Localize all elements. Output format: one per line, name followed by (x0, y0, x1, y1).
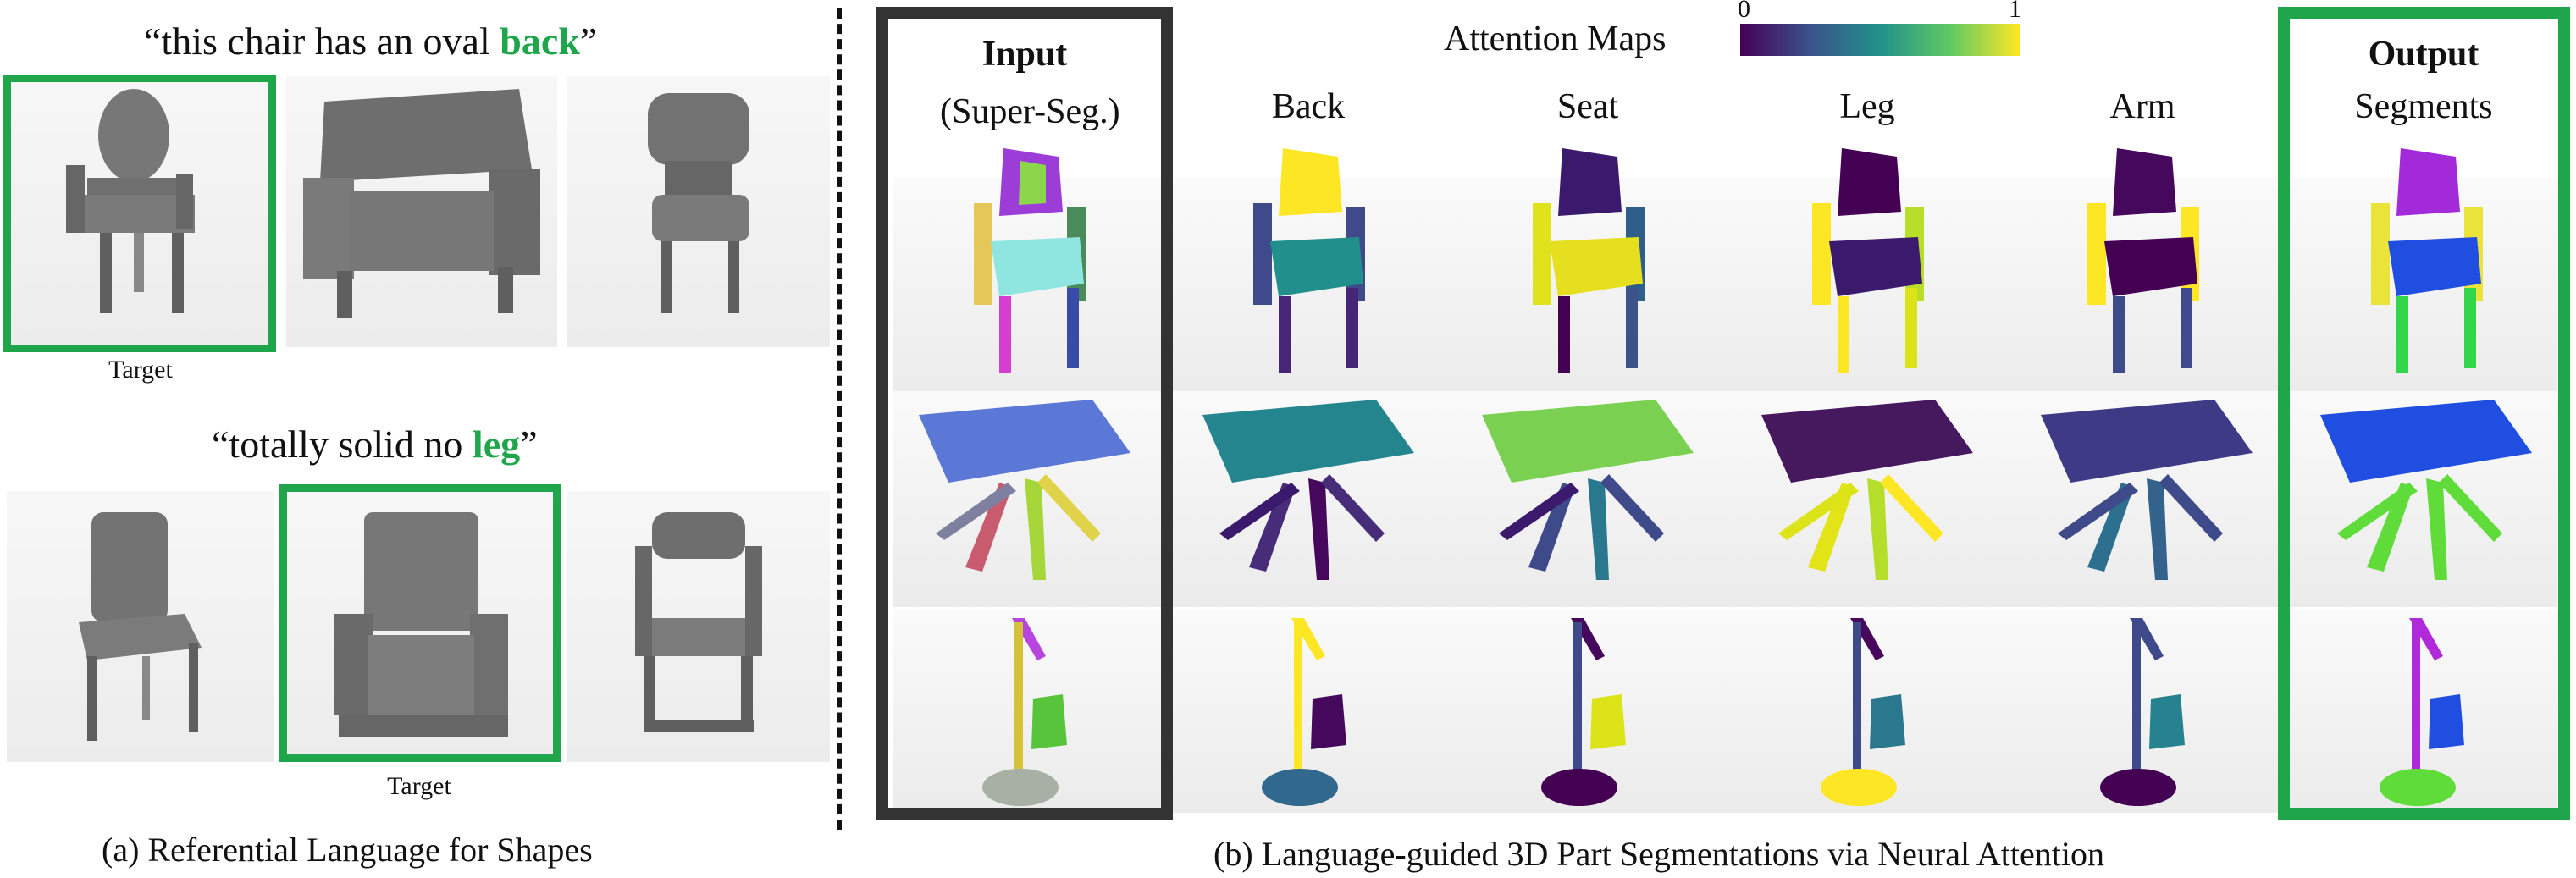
chair-output-segments (2371, 148, 2483, 373)
input-subtitle: (Super-Seg.) (940, 92, 1120, 131)
output-title: Output (2368, 35, 2479, 74)
table-attention-arm (2041, 400, 2253, 580)
column-header-seat: Seat (1556, 87, 1619, 126)
referential-quote-2: “totally solid no leg” (212, 422, 538, 466)
attention-maps-title: Attention Maps (1444, 19, 1667, 58)
table-attention-leg (1761, 400, 1973, 580)
chair-attention-back (1253, 148, 1365, 373)
chair-input-superseg (974, 148, 1086, 373)
column-header-arm: Arm (2109, 87, 2175, 126)
lamp-input-superseg (982, 618, 1067, 806)
colorbar-max-label: 1 (2009, 0, 2021, 23)
panel-divider (837, 8, 842, 830)
lamp-attention-leg (1821, 618, 1905, 806)
referential-quote-1: “this chair has an oval back” (144, 19, 598, 63)
chair-render-solid-armchair (288, 491, 555, 762)
target-label-2: Target (387, 772, 451, 800)
chair-render-cushion-back (567, 76, 830, 347)
sled-chair-shape (635, 512, 762, 732)
target-highlight-2 (279, 484, 561, 762)
chair-render-slim (7, 491, 274, 762)
table-attention-seat (1482, 400, 1694, 580)
output-subtitle: Segments (2354, 87, 2493, 126)
slim-chair-shape (79, 512, 202, 741)
chair-render-armchair (286, 76, 557, 347)
armchair-shape (303, 89, 540, 318)
column-header-back: Back (1271, 87, 1346, 126)
output-frame (2278, 7, 2570, 820)
chair-attention-seat (1533, 148, 1645, 373)
chair-attention-arm (2087, 148, 2199, 373)
lamp-attention-seat (1541, 618, 1626, 806)
table-output-segments (2320, 400, 2532, 580)
cushion-chair-shape (648, 93, 749, 313)
lamp-attention-arm (2100, 618, 2185, 806)
input-title: Input (981, 35, 1068, 74)
table-attention-back (1202, 400, 1414, 580)
input-frame (876, 7, 1173, 820)
chair-render-oval-back (7, 76, 274, 347)
target-highlight-1 (3, 75, 276, 352)
chair-attention-leg (1812, 148, 1924, 373)
viridis-colorbar (1740, 24, 2020, 56)
lamp-attention-back (1262, 618, 1346, 806)
caption-b: (b) Language-guided 3D Part Segmentation… (1213, 835, 2104, 873)
solid-armchair-shape (334, 512, 508, 737)
table-input-superseg (919, 400, 1130, 580)
colorbar-min-label: 0 (1738, 0, 1750, 23)
caption-a: (a) Referential Language for Shapes (102, 831, 593, 869)
column-header-leg: Leg (1839, 87, 1895, 126)
target-label-1: Target (108, 356, 173, 384)
chair-oval-back-shape (66, 89, 195, 313)
lamp-output-segments (2380, 618, 2464, 806)
chair-render-sled (567, 491, 830, 762)
